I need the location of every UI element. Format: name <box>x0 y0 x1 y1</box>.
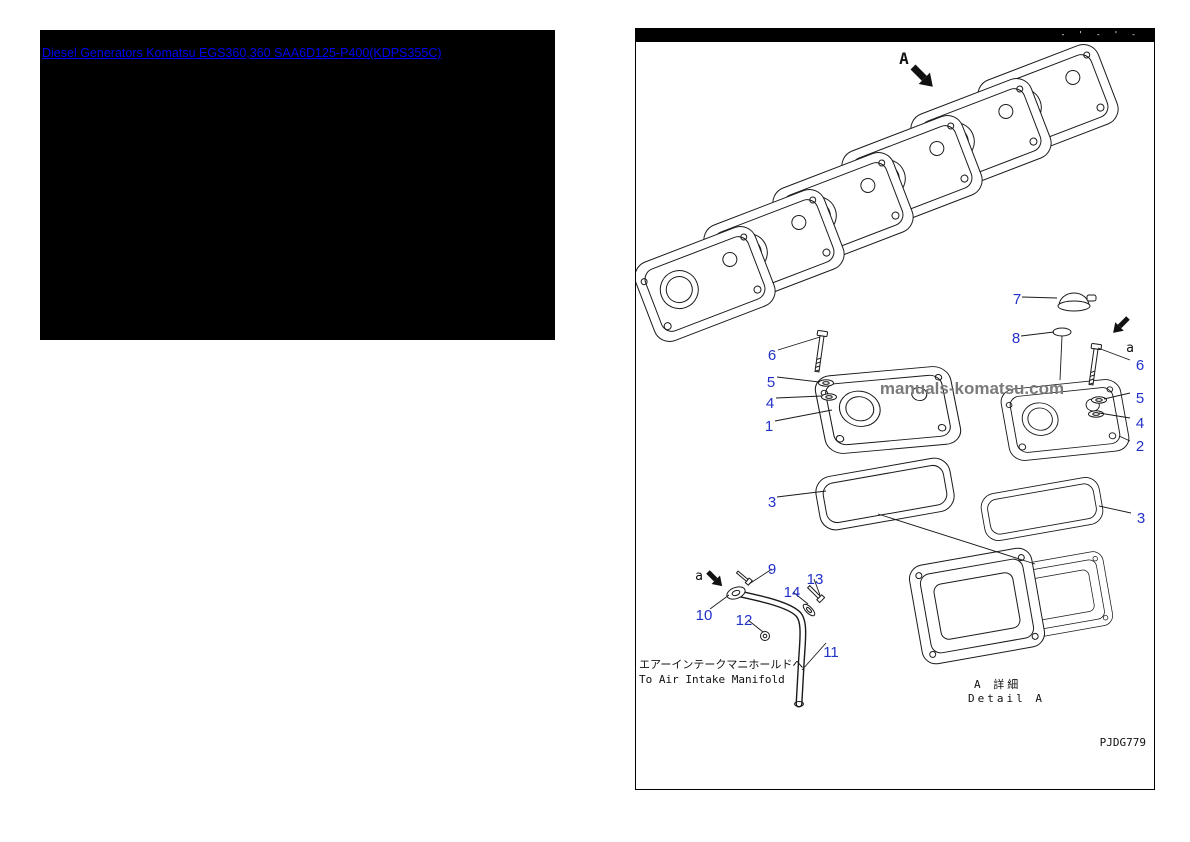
callout-3-right[interactable]: 3 <box>1137 510 1145 527</box>
callout-6-left[interactable]: 6 <box>768 347 776 364</box>
callout-5-right[interactable]: 5 <box>1136 390 1144 407</box>
media-placeholder: Diesel Generators Komatsu EGS360,360 SAA… <box>40 30 555 340</box>
callout-12[interactable]: 12 <box>736 612 753 629</box>
parts-diagram-svg: A a a manuals-komatsu.com 7 8 6 5 4 1 6 … <box>636 42 1147 749</box>
parts-diagram-panel: - ' - ' - <box>635 28 1155 790</box>
callout-4-right[interactable]: 4 <box>1136 415 1144 432</box>
bolt-item-9 <box>735 570 753 586</box>
bolt-item-13 <box>806 584 826 604</box>
callout-6-right[interactable]: 6 <box>1136 357 1144 374</box>
top-bar-marks: - ' - ' - <box>1060 30 1140 39</box>
housing-left <box>906 545 1048 667</box>
leader-lines <box>709 296 1132 671</box>
detail-title-en: Detail A <box>968 692 1045 705</box>
note-english: To Air Intake Manifold <box>639 673 785 686</box>
head-cover-item-2 <box>983 352 1147 488</box>
panel-top-bar: - ' - ' - <box>636 29 1154 42</box>
detail-ref-top: a <box>1126 341 1134 356</box>
callout-13[interactable]: 13 <box>807 571 824 588</box>
washer-item-4-left <box>821 393 837 401</box>
washer-item-5-right <box>1091 396 1107 404</box>
bolt-item-6-right <box>1085 342 1103 386</box>
head-cover-item-1 <box>795 335 981 485</box>
callout-1[interactable]: 1 <box>765 418 773 435</box>
callout-7[interactable]: 7 <box>1013 291 1021 308</box>
callout-3-left[interactable]: 3 <box>768 494 776 511</box>
washer-item-4-right <box>1088 410 1104 418</box>
seal-item-8 <box>1052 327 1072 337</box>
detail-title-jp: A 詳細 <box>974 677 1021 691</box>
callout-9[interactable]: 9 <box>768 561 776 578</box>
callout-14[interactable]: 14 <box>784 584 801 601</box>
product-link[interactable]: Diesel Generators Komatsu EGS360,360 SAA… <box>42 46 442 60</box>
drawing-number: PJDG779 <box>1100 736 1146 749</box>
callout-8[interactable]: 8 <box>1012 330 1020 347</box>
callout-4-left[interactable]: 4 <box>766 395 774 412</box>
detail-a-arrow-bottom <box>706 570 723 587</box>
watermark: manuals-komatsu.com <box>880 379 1064 398</box>
detail-ref-bottom: a <box>695 569 703 584</box>
tube-assembly <box>726 570 826 708</box>
view-label-a: A <box>899 49 909 68</box>
breather-item-7 <box>1057 292 1097 312</box>
callout-10[interactable]: 10 <box>696 607 713 624</box>
gasket-item-3-left <box>812 455 958 533</box>
cylinder-head-cover-row <box>636 42 1124 347</box>
washer-item-5-left <box>818 379 834 387</box>
callout-11[interactable]: 11 <box>823 644 839 661</box>
flange-item-10 <box>726 586 746 600</box>
note-japanese: エアーインテークマニホールドへ <box>639 658 803 671</box>
callout-2[interactable]: 2 <box>1136 438 1144 455</box>
washer-item-14 <box>800 601 818 619</box>
view-a-arrow <box>910 64 933 87</box>
callout-5-left[interactable]: 5 <box>767 374 775 391</box>
clamp-item-12 <box>760 631 770 641</box>
gasket-item-3-right <box>978 474 1106 544</box>
detail-a-arrow-top <box>1113 316 1130 333</box>
